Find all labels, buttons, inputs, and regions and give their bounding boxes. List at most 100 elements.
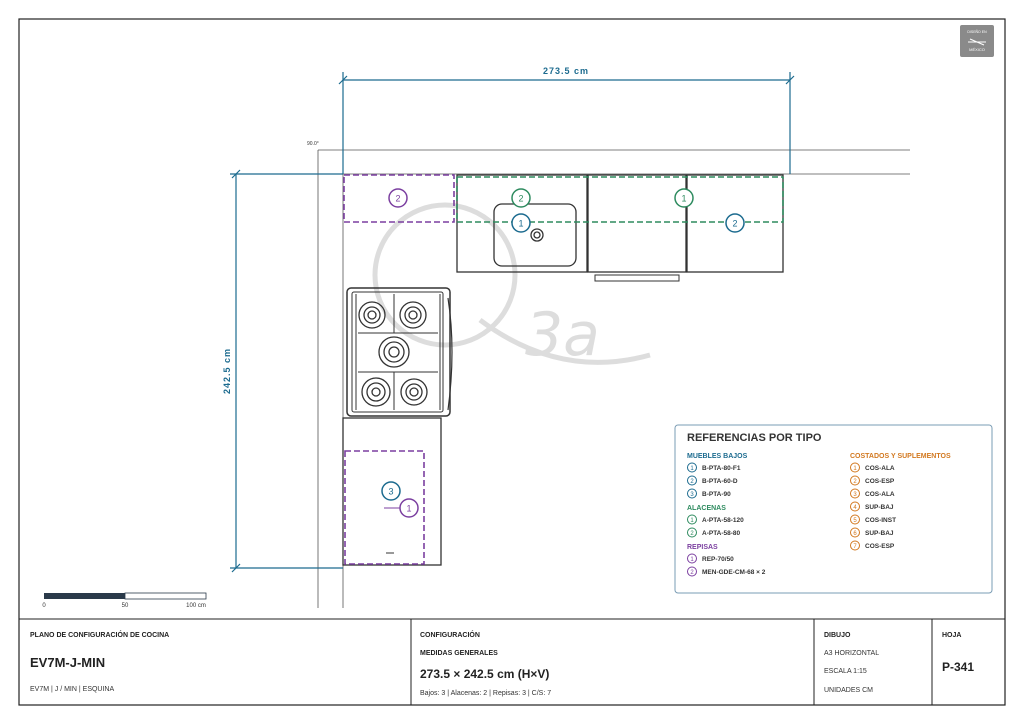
- legend-item-code: A-PTA-58-80: [702, 530, 741, 537]
- legend-item-code: B-PTA-80-F1: [702, 465, 741, 472]
- legend-item-code: COS-ALA: [865, 491, 895, 498]
- legend-item-number: 7: [853, 544, 857, 550]
- legend-item-code: B-PTA-90: [702, 491, 731, 498]
- format-text: A3 HORIZONTAL: [824, 650, 880, 657]
- marker-lower-shelf: 1: [399, 498, 419, 518]
- legend-item-code: COS-INST: [865, 517, 896, 524]
- legend-item-marker: [687, 514, 697, 525]
- scale-bar: 0 50 100 cm: [42, 592, 207, 609]
- height-label: 242.5 cm: [222, 348, 232, 394]
- legend-item-code: B-PTA-60-D: [702, 478, 738, 485]
- marker-top-shelf: 2: [388, 188, 408, 208]
- scale-text: ESCALA 1:15: [824, 668, 867, 675]
- marker-sink-wall: 2: [511, 188, 531, 208]
- legend-group-heading: REPISAS: [687, 544, 718, 551]
- legend-item-marker: [850, 514, 860, 525]
- angle-label: 90.0°: [307, 141, 319, 147]
- sheet-label: HOJA: [942, 632, 962, 639]
- legend-item-number: 2: [853, 479, 857, 485]
- measures-label: MEDIDAS GENERALES: [420, 650, 498, 657]
- svg-text:2: 2: [518, 194, 523, 204]
- legend-item-marker: [850, 462, 860, 473]
- legend-item-code: A-PTA-58-120: [702, 517, 744, 524]
- drawing-label: DIBUJO: [824, 632, 851, 639]
- lower-shelf: [344, 450, 425, 565]
- legend-group-heading: MUEBLES BAJOS: [687, 453, 748, 460]
- sheet-frame: [18, 18, 1006, 706]
- legend-item-number: 1: [690, 557, 694, 563]
- width-dimension: [338, 72, 795, 174]
- marker-sink-base: 1: [511, 213, 531, 233]
- svg-text:0: 0: [42, 603, 46, 609]
- marker-right-wall: 1: [674, 188, 694, 208]
- svg-text:DISEÑO EN: DISEÑO EN: [967, 29, 987, 34]
- legend-item-code: COS-ALA: [865, 465, 895, 472]
- measures-value: 273.5 × 242.5 cm (H×V): [420, 667, 550, 681]
- legend-item-marker: [687, 462, 697, 473]
- sheet-value: P-341: [942, 660, 975, 674]
- svg-text:50: 50: [122, 603, 129, 609]
- svg-text:100 cm: 100 cm: [186, 603, 206, 609]
- legend-item-marker: [850, 488, 860, 499]
- width-label: 273.5 cm: [543, 66, 589, 76]
- svg-text:3a: 3a: [525, 300, 600, 370]
- legend-item-number: 6: [853, 531, 857, 537]
- legend-item-marker: [687, 488, 697, 499]
- legend-item-marker: [687, 527, 697, 538]
- wall-cabinets: [456, 176, 784, 223]
- legend-item-marker: [687, 553, 697, 564]
- top-shelf: [343, 174, 455, 223]
- legend-box: [674, 424, 993, 594]
- plan-label: PLANO DE CONFIGURACIÓN DE COCINA: [30, 632, 170, 639]
- legend-item-number: 3: [853, 492, 857, 498]
- legend-item-marker: [687, 566, 697, 577]
- legend-item-number: 5: [853, 518, 857, 524]
- legend-item-code: MEN-GDE-CM-68 × 2: [702, 569, 766, 576]
- legend-item-code: COS-ESP: [865, 478, 895, 485]
- legend-item-number: 1: [853, 466, 857, 472]
- svg-text:3: 3: [388, 487, 393, 497]
- legend-item-number: 2: [690, 570, 694, 576]
- legend-item-number: 4: [853, 505, 857, 511]
- legend-item-code: SUP-BAJ: [865, 530, 894, 537]
- svg-text:1: 1: [681, 194, 686, 204]
- legend-item-number: 2: [690, 531, 694, 537]
- diseno-mexico-logo: DISEÑO EN MÉXICO: [960, 25, 994, 57]
- marker-right-base: 2: [725, 213, 745, 233]
- height-dimension: [230, 169, 343, 573]
- legend-item-code: COS-ESP: [865, 543, 895, 550]
- config-label: CONFIGURACIÓN: [420, 632, 480, 639]
- svg-text:2: 2: [732, 219, 737, 229]
- svg-text:MÉXICO: MÉXICO: [969, 47, 985, 52]
- legend-item-code: REP-70/50: [702, 556, 734, 563]
- sink: [493, 203, 577, 267]
- lower-base-cabinet: [342, 417, 442, 566]
- legend-groups: MUEBLES BAJOS 1 B-PTA-80-F1 2 B-PTA-60-D 3 B-P…: [687, 453, 951, 577]
- legend-group-heading: ALACENAS: [687, 505, 726, 512]
- marker-lower-base: 3: [381, 481, 401, 501]
- legend-item-marker: [850, 540, 860, 551]
- legend-item-code: SUP-BAJ: [865, 504, 894, 511]
- legend-item-number: 1: [690, 518, 694, 524]
- svg-text:1: 1: [518, 219, 523, 229]
- base-cabinets-top: [456, 174, 784, 282]
- svg-text:2: 2: [395, 194, 400, 204]
- title-block: [19, 618, 1005, 705]
- legend-item-number: 1: [690, 466, 694, 472]
- legend-item-number: 3: [690, 492, 694, 498]
- units-text: UNIDADES CM: [824, 687, 874, 694]
- svg-text:1: 1: [406, 504, 411, 514]
- model-title: EV7M-J-MIN: [30, 655, 106, 670]
- stove: [346, 287, 453, 417]
- legend-item-marker: [850, 501, 860, 512]
- legend-group-heading: COSTADOS Y SUPLEMENTOS: [850, 453, 951, 460]
- legend-item-number: 2: [690, 479, 694, 485]
- watermark: 3a: [372, 202, 651, 370]
- legend-item-marker: [850, 475, 860, 486]
- legend-title: REFERENCIAS POR TIPO: [687, 432, 822, 444]
- legend-item-marker: [687, 475, 697, 486]
- counts-text: Bajos: 3 | Alacenas: 2 | Repisas: 3 | C/…: [420, 690, 552, 697]
- legend-item-marker: [850, 527, 860, 538]
- model-subtitle: EV7M | J / MIN | ESQUINA: [30, 686, 115, 693]
